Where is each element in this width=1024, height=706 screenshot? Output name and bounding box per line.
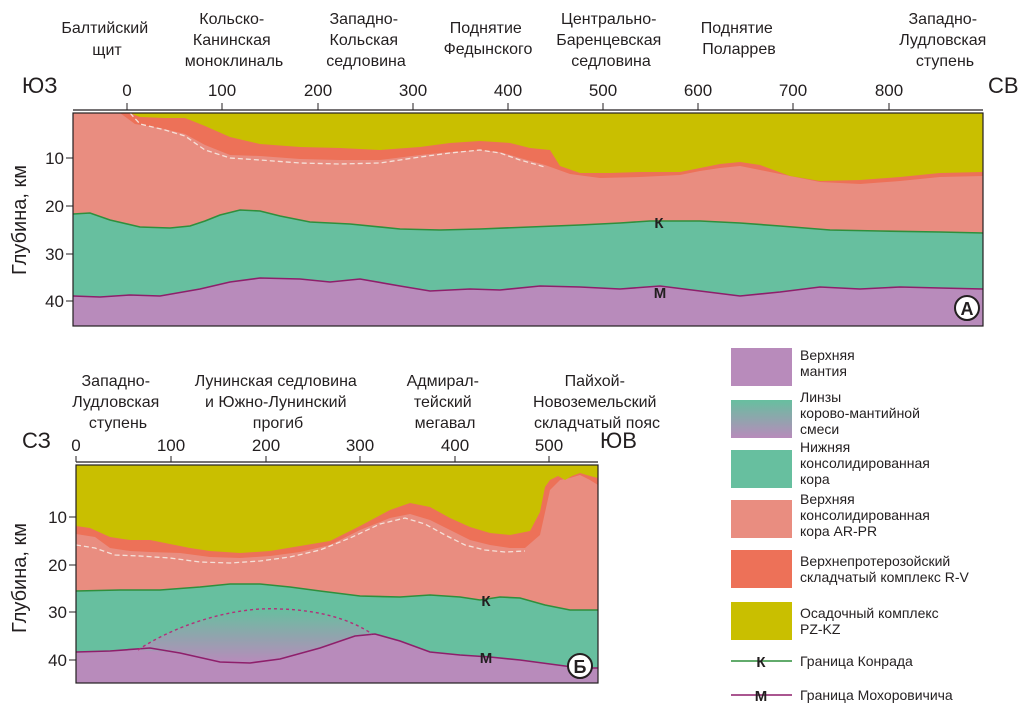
panel-a-corner-left: ЮЗ [22,73,58,98]
panel-b-y-tick: 10 [48,508,67,527]
panel-a-x-tick: 200 [304,81,332,100]
panel-a-section [73,113,983,326]
panel-b-section [76,465,598,683]
panel-a-y-tick: 30 [45,245,64,264]
panel-b-x-tick: 400 [441,436,469,455]
panel-b-y-axis-label: Глубина, км [9,523,31,633]
region-polarrev-high: Поднятие Поларрев [701,20,778,58]
legend-label-mantle: Верхняя мантия [800,347,859,379]
region-west-ludlov-step: Западно- Лудловская ступень [899,11,991,70]
panel-b-y-tick: 30 [48,603,67,622]
panel-b-badge-letter: Б [574,657,587,677]
region-west-ludlov-step-b: Западно- Лудловская ступень [72,373,164,432]
panel-a-x-tick: 100 [208,81,236,100]
legend-swatch-mantle [731,348,792,386]
panel-a: Балтийский щит Кольско- Канинская монокл… [9,11,1019,327]
legend-item-moho: М Граница Мохоровичича [731,687,953,705]
legend-label-neoproterozoic: Верхнепротерозойский складчатый комплекс… [800,553,970,585]
legend-swatch-upper-crust [731,500,792,538]
legend-item-upper-crust: Верхняя консолидированная кора AR-PR [731,491,934,539]
legend-item-sediment: Осадочный комплекс PZ-KZ [731,602,943,640]
panel-a-y-tick: 10 [45,149,64,168]
panel-b-x-tick: 200 [252,436,280,455]
region-admiralteysky-megaswell: Адмирал- тейский мегавал [407,373,484,432]
legend-swatch-lenses [731,400,792,438]
region-baltic-shield: Балтийский щит [61,20,152,59]
legend-swatch-sediment [731,602,792,640]
panel-a-region-labels: Балтийский щит Кольско- Канинская монокл… [61,11,991,70]
panel-a-x-axis: 0 100 200 300 400 500 600 700 800 [73,81,983,111]
panel-a-x-tick: 0 [122,81,131,100]
legend-item-lenses: Линзы корово-мантийной смеси [731,389,924,438]
panel-b-y-axis: Глубина, км 10 20 30 40 [9,508,76,670]
panel-b-x-axis: 0 100 200 300 400 500 [71,436,598,463]
panel-a-badge: А [954,295,980,321]
legend-swatch-neoproterozoic [731,550,792,588]
panel-b: Западно- Лудловская ступень Лунинская се… [9,373,661,684]
legend-item-neoproterozoic: Верхнепротерозойский складчатый комплекс… [731,550,970,588]
panel-b-basement-dashed-boundary [76,517,526,564]
legend-swatch-lower-crust [731,450,792,488]
panel-b-y-tick: 40 [48,651,67,670]
panel-b-corner-left: СЗ [22,428,51,453]
legend-item-mantle: Верхняя мантия [731,347,859,386]
region-kola-kanin-monocline: Кольско- Канинская моноклиналь [185,11,284,70]
legend-label-lenses: Линзы корово-мантийной смеси [800,389,924,437]
panel-a-x-tick: 600 [684,81,712,100]
panel-a-y-axis-label: Глубина, км [9,165,31,275]
panel-b-x-tick: 300 [346,436,374,455]
legend-item-konrad: К Граница Конрада [731,653,913,671]
legend: Верхняя мантия Линзы корово-мантийной см… [731,347,970,705]
panel-b-x-tick: 0 [71,436,80,455]
panel-b-frame [75,464,599,684]
legend-label-lower-crust: Нижняя консолидированная кора [800,439,934,487]
panel-a-badge-letter: А [961,299,974,319]
panel-a-basement-dashed-boundary [129,113,546,168]
panel-b-y-tick: 20 [48,556,67,575]
panel-b-moho-label: М [480,650,493,667]
panel-b-corner-right: ЮВ [600,428,637,453]
region-pay-khoy-novaya-zemlya-belt: Пайхой- Новоземельский складчатый пояс [533,373,661,432]
panel-a-x-tick: 400 [494,81,522,100]
panel-a-y-tick: 40 [45,292,64,311]
panel-a-y-tick: 20 [45,197,64,216]
region-luninsky-saddle: Лунинская седловина и Южно-Лунинский про… [195,373,362,432]
region-central-barents-saddle: Центрально- Баренцевская седловина [556,11,666,70]
legend-item-lower-crust: Нижняя консолидированная кора [731,439,934,488]
panel-b-moho-line [76,633,598,669]
region-west-kola-saddle: Западно- Кольская седловина [326,11,406,70]
legend-label-upper-crust: Верхняя консолидированная кора AR-PR [800,491,934,539]
legend-label-sediment: Осадочный комплекс PZ-KZ [800,605,943,637]
panel-a-konrad-line [73,209,983,234]
panel-a-moho-label: М [654,285,667,302]
panel-b-x-tick: 500 [535,436,563,455]
panel-b-sediment [76,465,598,553]
panel-a-x-tick: 500 [589,81,617,100]
panel-b-region-labels: Западно- Лудловская ступень Лунинская се… [72,373,661,432]
panel-b-konrad-label: К [481,593,491,610]
legend-label-moho: Граница Мохоровичича [800,687,953,703]
legend-moho-symbol: М [755,688,768,705]
region-fedynsky-high: Поднятие Федынского [444,20,533,58]
panel-a-moho-line [73,277,983,298]
panel-a-x-tick: 700 [779,81,807,100]
panel-b-x-tick: 100 [157,436,185,455]
panel-a-x-tick: 800 [875,81,903,100]
panel-a-konrad-label: К [654,215,664,232]
legend-konrad-symbol: К [756,654,766,671]
panel-b-konrad-line [76,583,598,611]
panel-a-y-axis: Глубина, км 10 20 30 40 [9,149,73,311]
panel-a-corner-right: СВ [988,73,1019,98]
panel-a-sediment [73,113,983,181]
panel-a-frame [72,112,984,327]
panel-b-badge: Б [567,653,593,679]
legend-label-konrad: Граница Конрада [800,653,913,669]
panel-b-lens-dotted-top [137,608,373,651]
panel-a-x-tick: 300 [399,81,427,100]
